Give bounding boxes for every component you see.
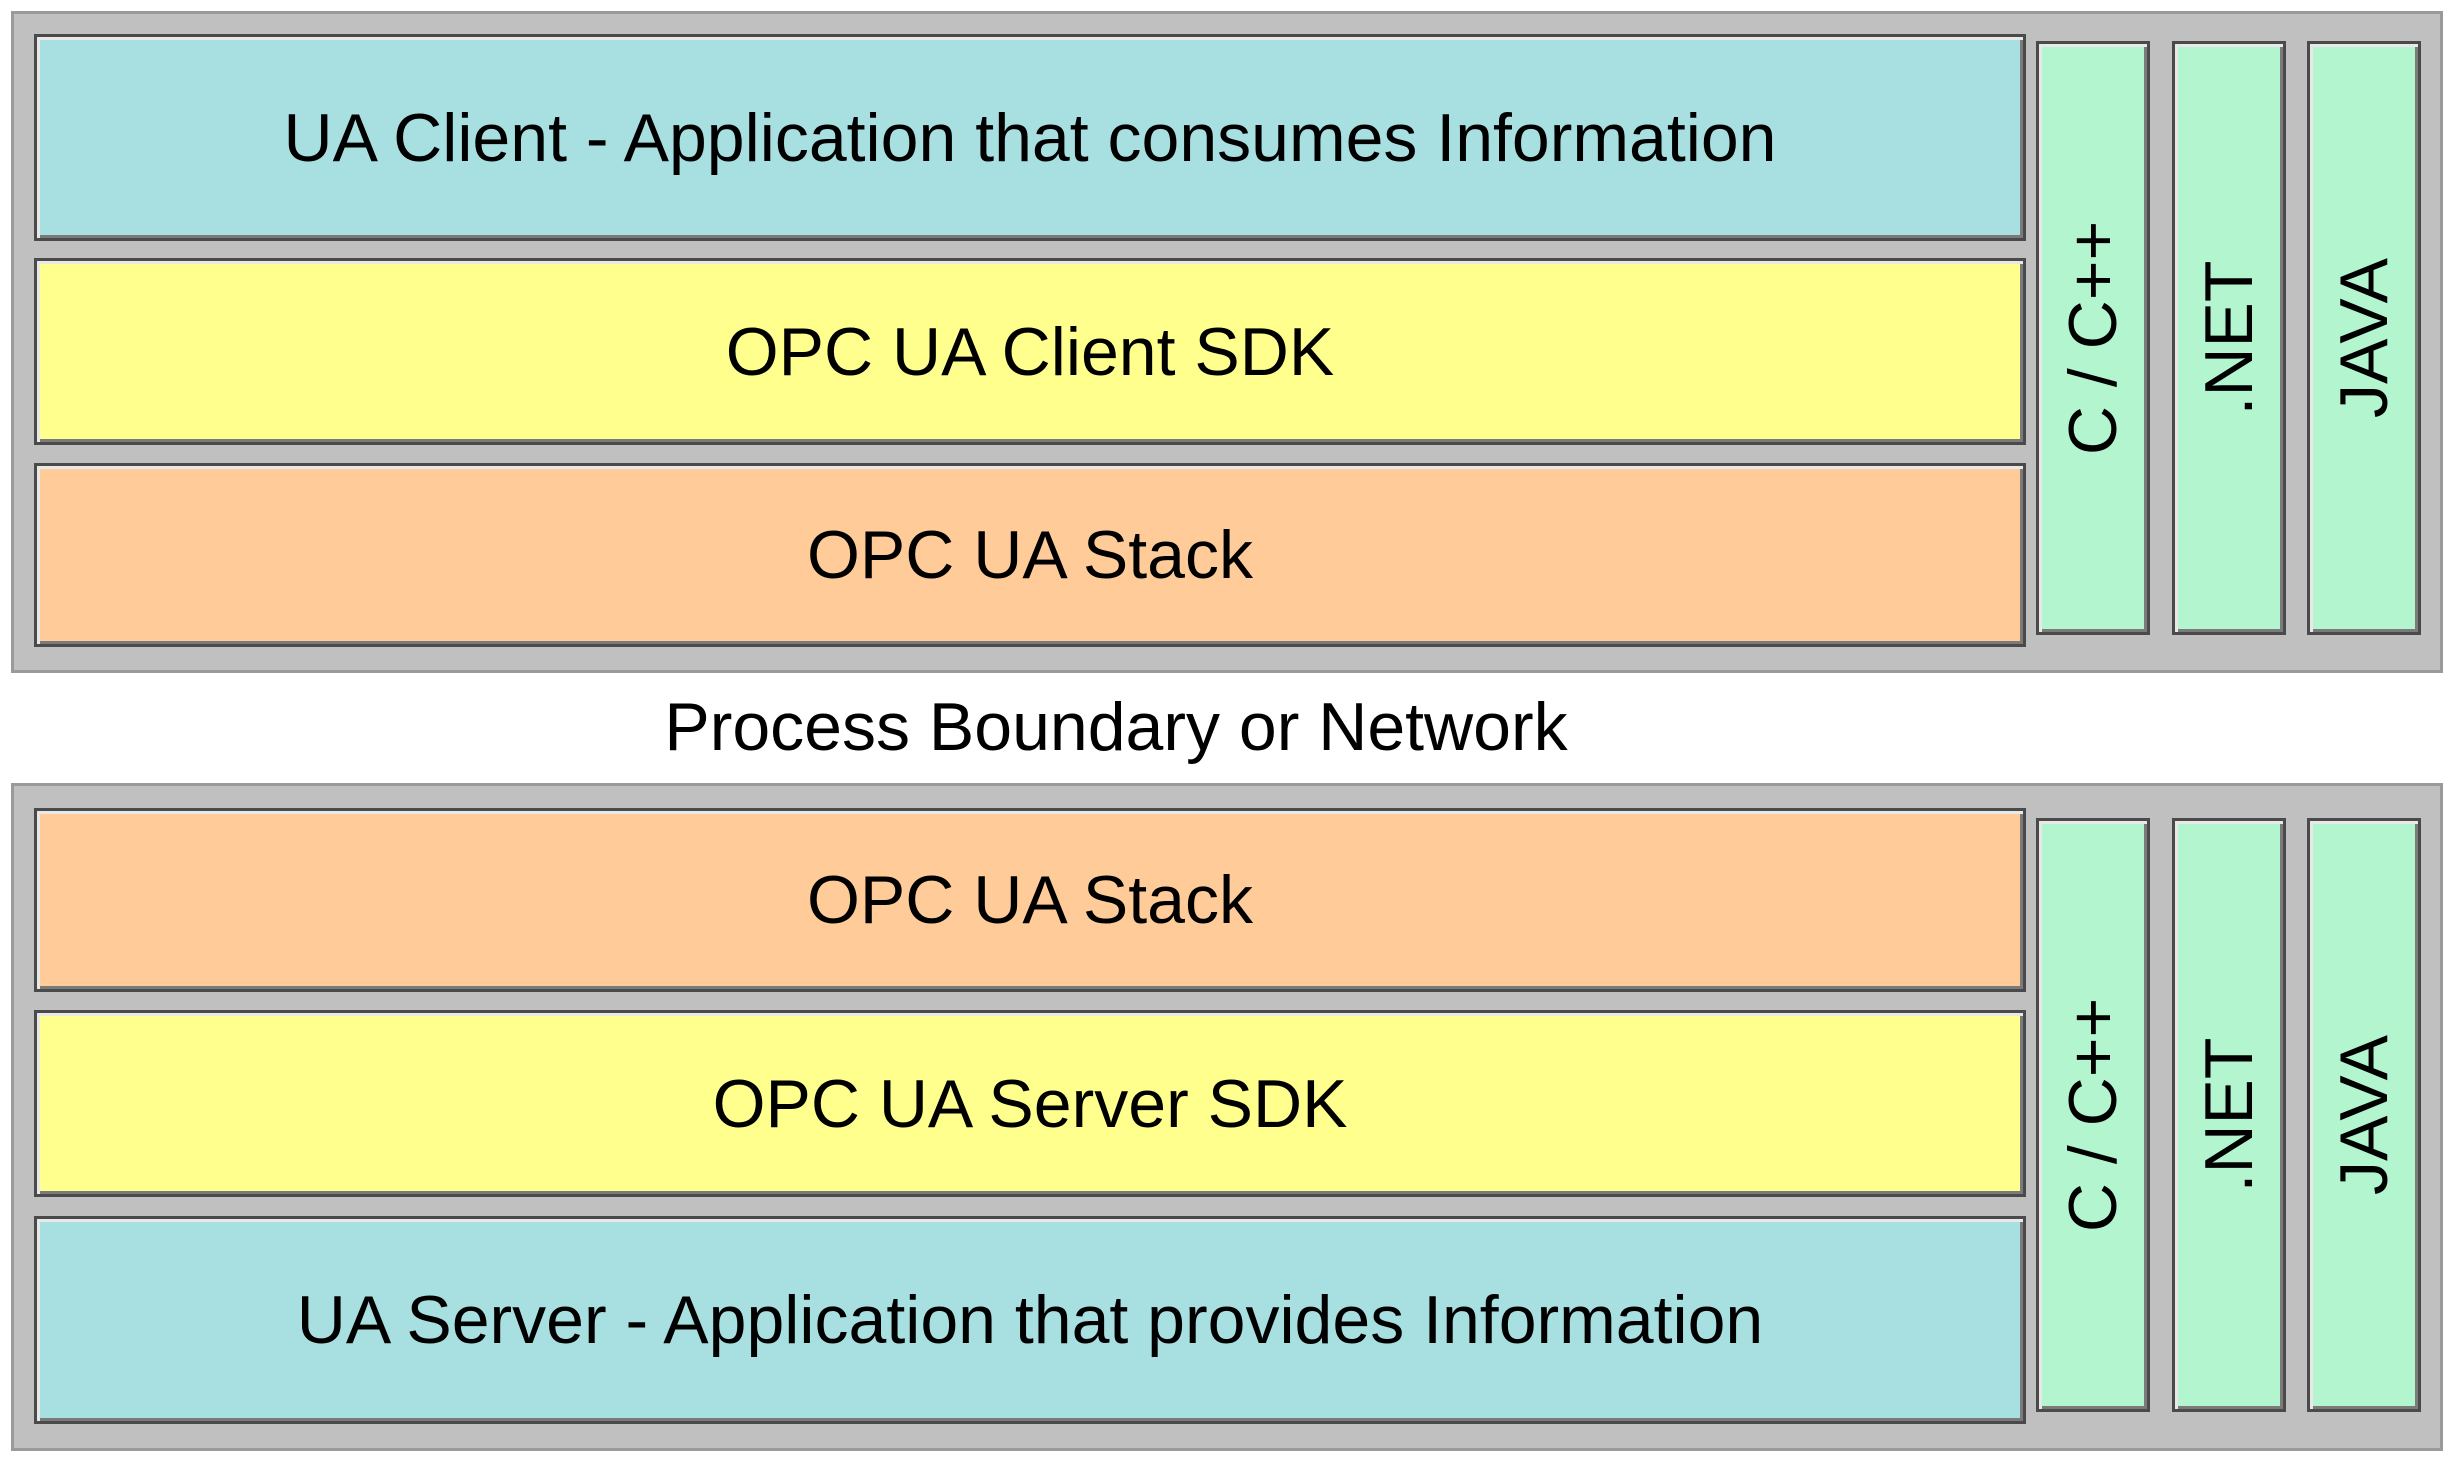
- client-language-c-cpp-label: C / C++: [2055, 220, 2131, 456]
- server-opc-stack-layer: OPC UA Stack: [34, 808, 2026, 992]
- server-application-layer: UA Server - Application that provides In…: [34, 1216, 2026, 1424]
- server-language-c-cpp-label: C / C++: [2055, 997, 2131, 1233]
- server-sdk-label: OPC UA Server SDK: [712, 1065, 1348, 1142]
- client-stack-group: UA Client - Application that consumes In…: [11, 11, 2443, 673]
- server-stack-group: OPC UA Stack OPC UA Server SDK UA Server…: [11, 783, 2443, 1451]
- client-opc-stack-label: OPC UA Stack: [807, 517, 1253, 593]
- client-language-dotnet: .NET: [2172, 41, 2286, 635]
- client-sdk-layer: OPC UA Client SDK: [34, 258, 2026, 445]
- client-language-dotnet-label: .NET: [2191, 260, 2267, 416]
- server-opc-stack-label: OPC UA Stack: [807, 862, 1253, 938]
- server-application-label: UA Server - Application that provides In…: [296, 1282, 1764, 1358]
- server-language-java-label: JAVA: [2326, 1035, 2402, 1195]
- process-boundary-label: Process Boundary or Network: [664, 689, 1568, 765]
- server-language-c-cpp: C / C++: [2036, 818, 2150, 1412]
- client-opc-stack-layer: OPC UA Stack: [34, 463, 2026, 647]
- client-application-label: UA Client - Application that consumes In…: [283, 99, 1777, 176]
- server-language-dotnet: .NET: [2172, 818, 2286, 1412]
- server-language-java: JAVA: [2307, 818, 2421, 1412]
- client-sdk-label: OPC UA Client SDK: [725, 313, 1335, 390]
- client-language-c-cpp: C / C++: [2036, 41, 2150, 635]
- client-language-java-label: JAVA: [2326, 258, 2402, 418]
- server-sdk-layer: OPC UA Server SDK: [34, 1010, 2026, 1197]
- server-language-dotnet-label: .NET: [2191, 1037, 2267, 1193]
- client-language-java: JAVA: [2307, 41, 2421, 635]
- client-application-layer: UA Client - Application that consumes In…: [34, 34, 2026, 241]
